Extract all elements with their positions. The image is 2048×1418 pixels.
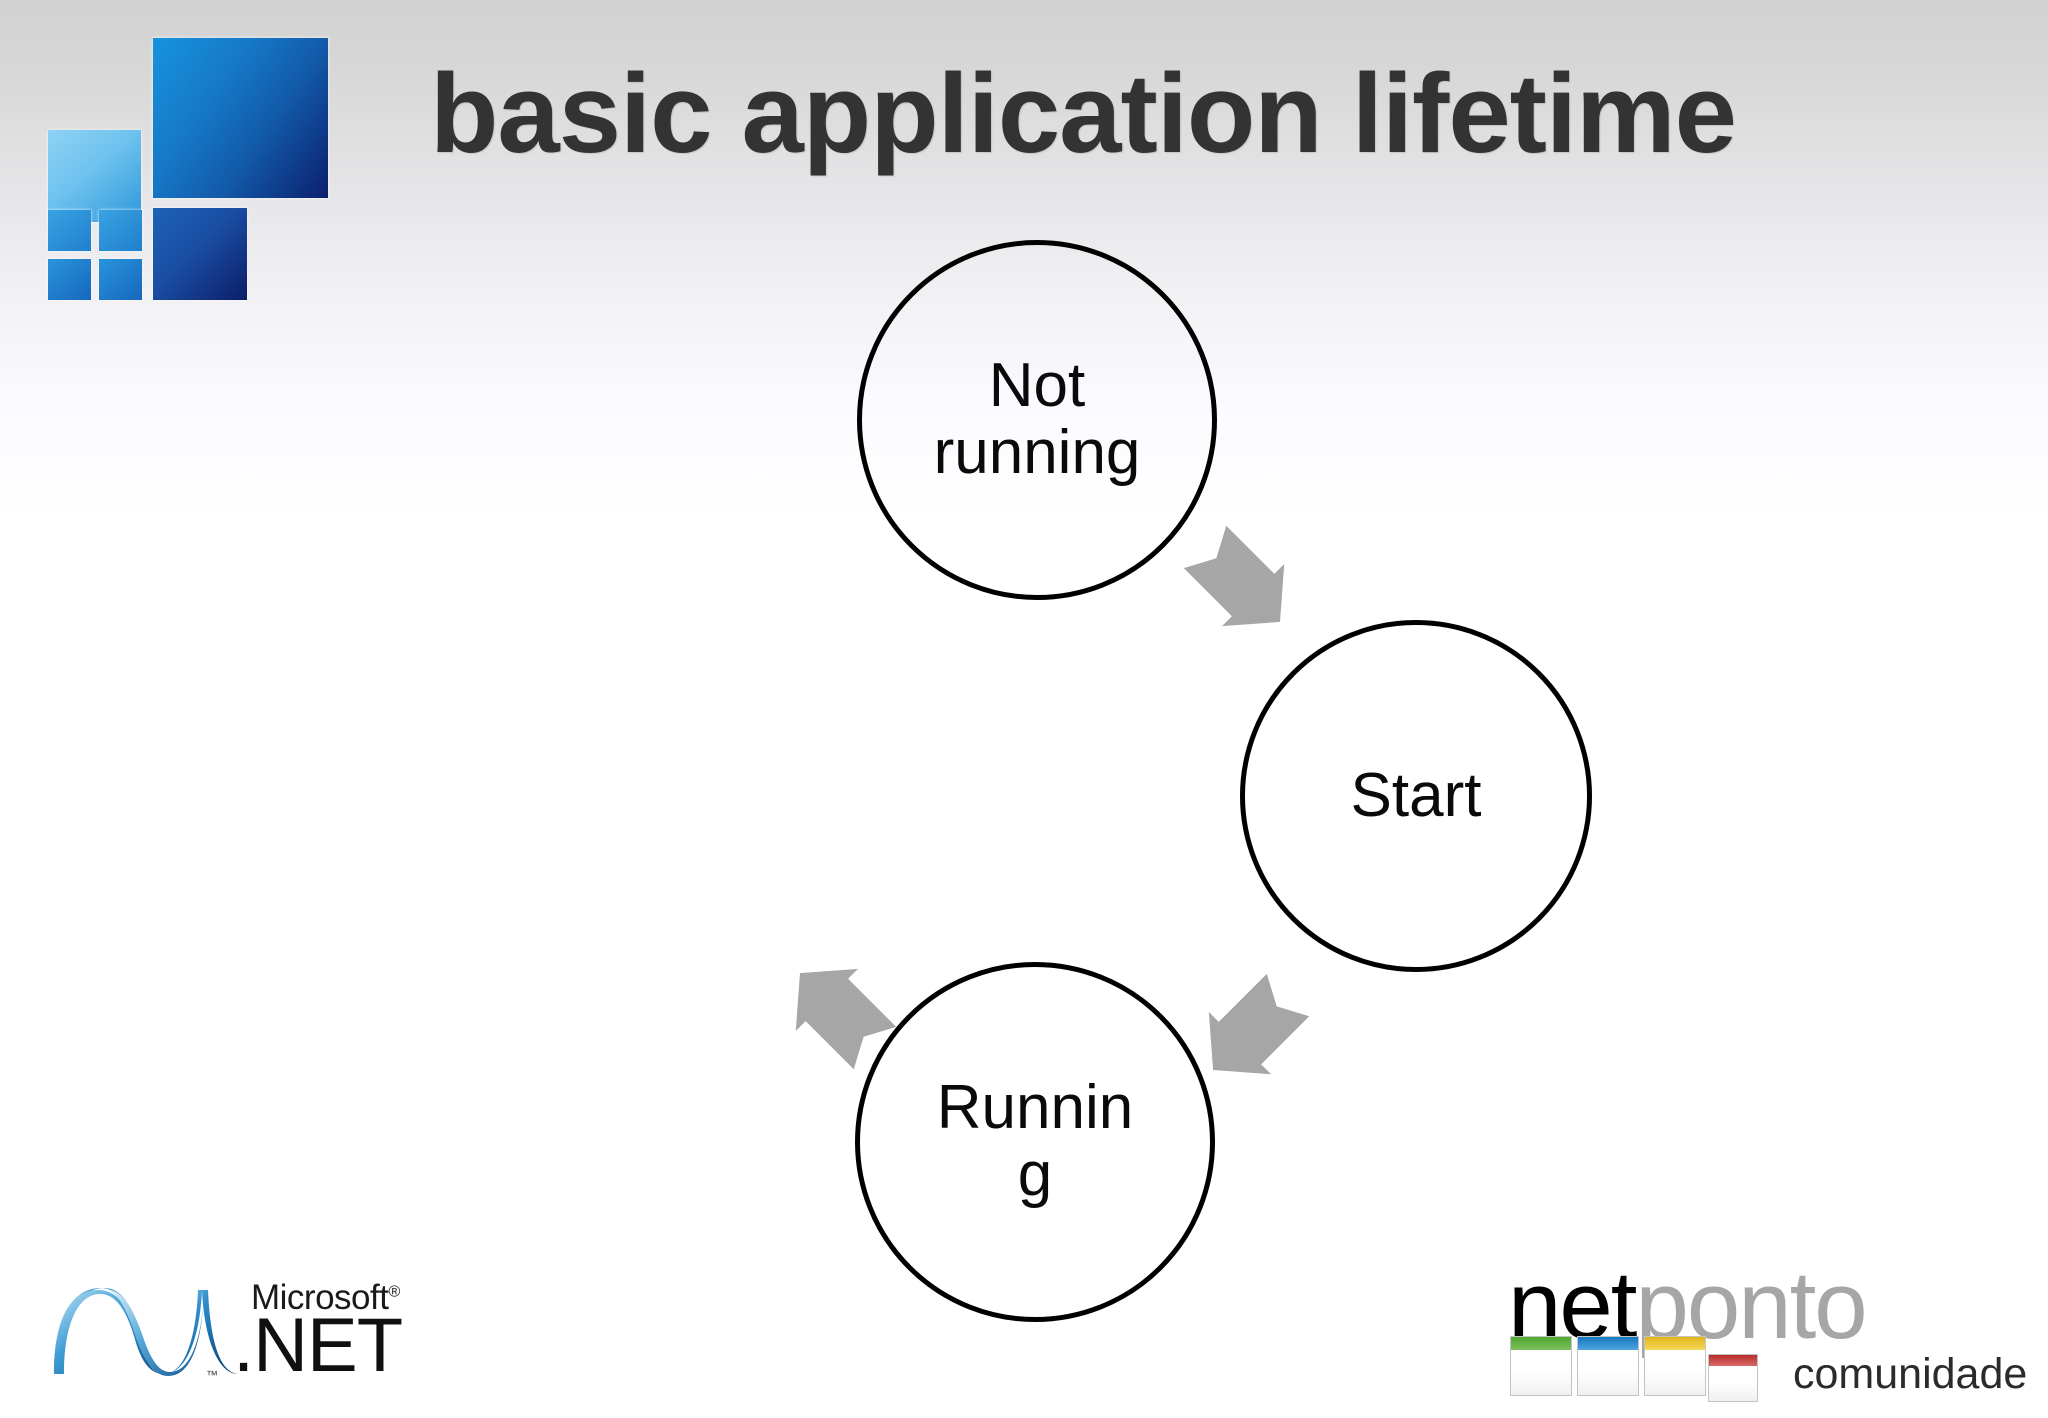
microsoft-dotnet-logo: Microsoft® .NET ™ (48, 1272, 403, 1400)
metro-tile-small-2 (99, 210, 142, 251)
metro-tile-small-4 (99, 259, 142, 300)
state-node-start-label: Start (1350, 760, 1482, 830)
dotnet-trademark-mark: ™ (206, 1368, 218, 1382)
metro-tile-large (153, 38, 328, 198)
arrow-not-running-to-start-icon (1183, 525, 1285, 627)
dotnet-registered-mark: ® (388, 1283, 400, 1301)
netponto-tagline: comunidade (1793, 1350, 2028, 1398)
metro-tile-dark (153, 208, 247, 300)
netponto-square-green (1510, 1336, 1572, 1396)
netponto-square-green-bar (1511, 1337, 1571, 1350)
page-title: basic application lifetime (430, 51, 1737, 176)
netponto-square-yellow-bar (1645, 1337, 1705, 1350)
metro-tile-light (48, 130, 141, 222)
state-node-not-running-label-line2: running (933, 418, 1141, 487)
netponto-wordmark: netponto (1508, 1258, 1868, 1354)
state-node-running-label-line2: g (1017, 1140, 1053, 1209)
dotnet-net-label: .NET (233, 1303, 403, 1388)
netponto-square-red-bar (1709, 1355, 1757, 1366)
dotnet-microsoft-text: Microsoft (251, 1278, 389, 1317)
metro-tile-small-1 (48, 210, 91, 251)
dotnet-microsoft-label: Microsoft® (251, 1278, 400, 1318)
arrow-running-to-not-running-icon (795, 968, 897, 1070)
netponto-square-blue (1577, 1336, 1639, 1396)
dotnet-swoosh-icon (54, 1288, 238, 1376)
state-node-start[interactable]: Start (1240, 620, 1592, 972)
netponto-logo: netponto comunidade (1508, 1258, 2027, 1410)
windows-metro-tiles-logo (48, 38, 328, 343)
state-node-not-running-label-line1: Not (988, 351, 1086, 421)
arrow-start-to-running-icon (1208, 973, 1310, 1075)
netponto-square-blue-bar (1578, 1337, 1638, 1350)
netponto-square-red (1708, 1354, 1758, 1402)
state-node-running-label-line1: Runnin (936, 1073, 1134, 1143)
metro-tile-small-3 (48, 259, 91, 300)
netponto-square-yellow (1644, 1336, 1706, 1396)
